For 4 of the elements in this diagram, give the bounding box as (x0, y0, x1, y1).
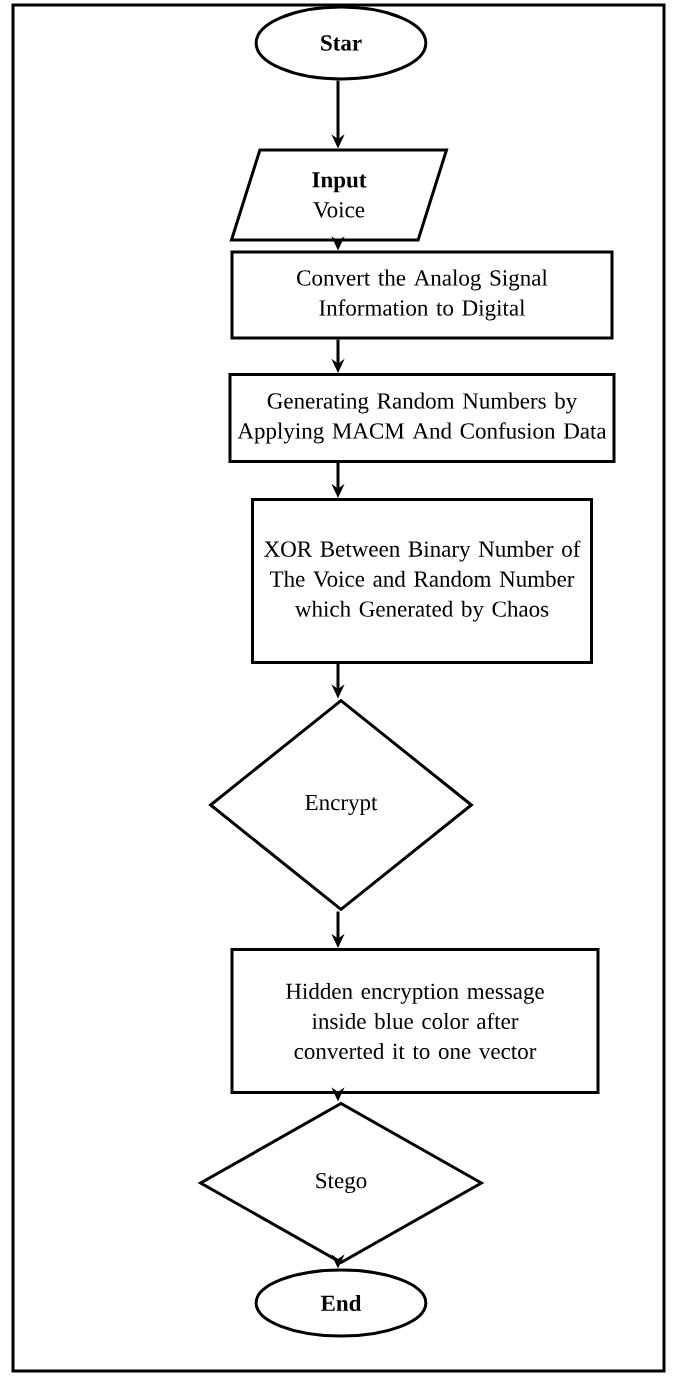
process-box: Generating Random Numbers by Applying MACM And Confusion Data (228, 373, 616, 463)
process-box: Convert the Analog Signal Information to Digital (230, 250, 614, 340)
process-box: Hidden encryption message inside blue color after converted it to one vector (230, 948, 600, 1094)
process-box: XOR Between Binary Number of The Voice and Random Number which Generated by Chaos (251, 498, 593, 664)
